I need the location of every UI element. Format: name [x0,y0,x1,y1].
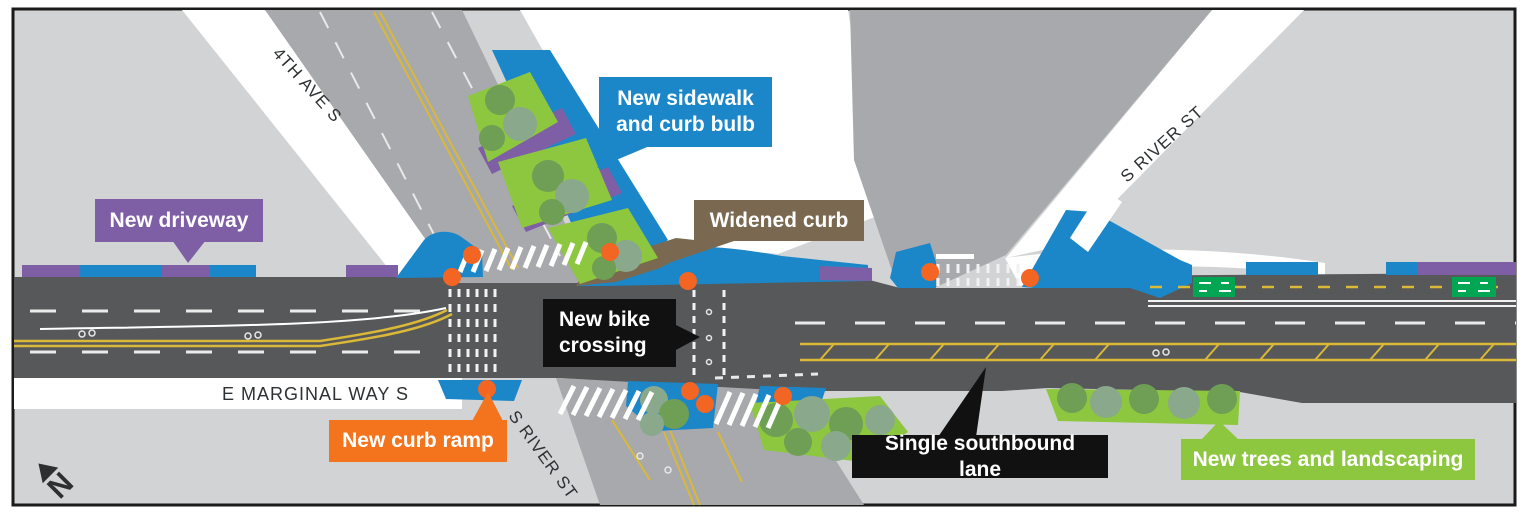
s-river-north-road [850,10,1212,288]
sharrow-markings [78,308,1170,474]
improvement-markers [443,243,1039,413]
bike-lane-boxes [1193,277,1496,297]
callout-new-bike-crossing: New bike crossing [543,299,676,367]
callout-new-trees-and-landscaping: New trees and landscaping [1181,439,1475,480]
north-arrow-label: N [41,466,80,505]
callout-tails [172,145,1240,441]
callout-new-driveway: New driveway [95,199,263,242]
callout-widened-curb: Widened curb [694,200,864,241]
e-marginal-way-road [14,273,1516,403]
sidewalk-notch [1070,188,1122,252]
lane-markings [14,285,1516,380]
callout-single-southbound-lane: Single southbound lane [852,432,1108,481]
crosswalks [448,241,1020,430]
street-label-e-marginal-way-s: E MARGINAL WAY S [222,384,410,404]
callout-new-curb-ramp: New curb ramp [329,420,507,462]
callout-new-sidewalk-and-curb-bulb: New sidewalk and curb bulb [599,77,772,147]
fourth-ave-road [265,10,594,283]
